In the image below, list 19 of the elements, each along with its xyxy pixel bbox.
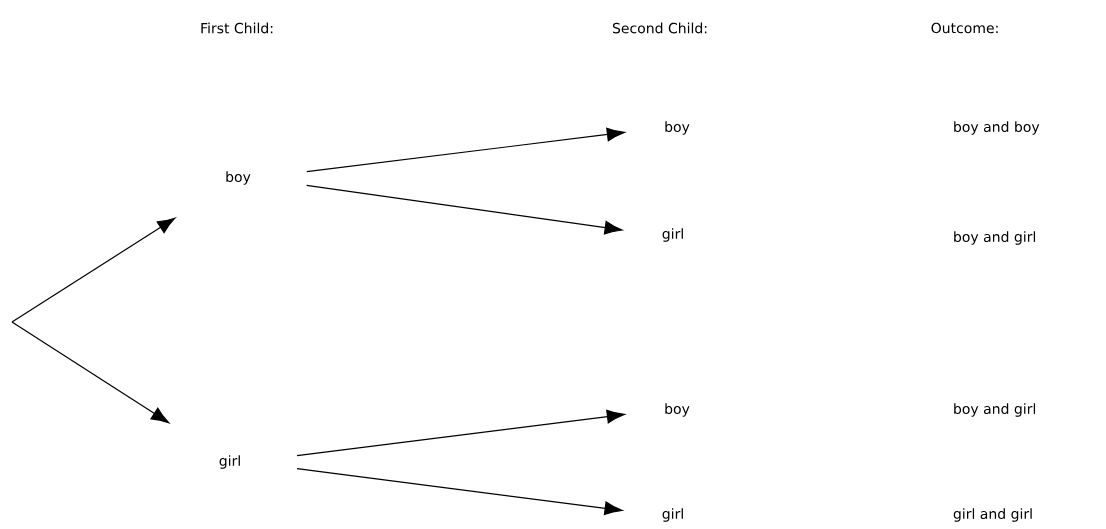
tree-label: girl [662, 508, 683, 522]
column-heading: Second Child: [612, 22, 707, 34]
outcome-label: girl and girl [953, 508, 1032, 522]
arrow [296, 409, 625, 457]
arrow [11, 321, 170, 424]
arrow [306, 184, 623, 235]
arrow [296, 468, 623, 516]
tree-label: boy [226, 171, 251, 185]
tree-label: girl [219, 455, 240, 469]
column-heading: First Child: [201, 22, 273, 34]
arrow [11, 217, 176, 323]
tree-label: boy [665, 121, 690, 135]
tree-label: boy [665, 403, 690, 417]
tree-label: girl [662, 228, 683, 242]
outcome-label: boy and girl [954, 403, 1036, 417]
arrow [306, 127, 625, 173]
outcome-label: boy and girl [954, 231, 1036, 245]
column-heading: Outcome: [931, 22, 998, 34]
outcome-label: boy and boy [954, 121, 1040, 135]
